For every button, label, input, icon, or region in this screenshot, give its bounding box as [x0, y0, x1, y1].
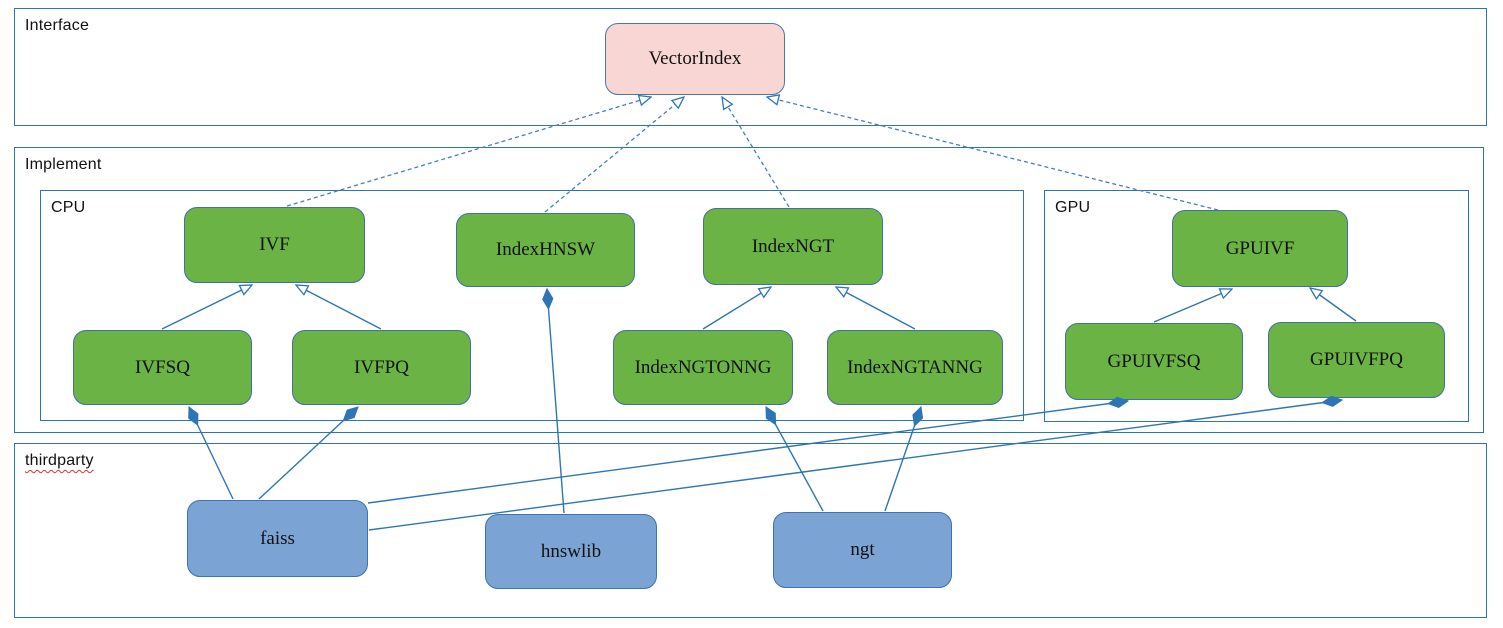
node-ivfpq: IVFPQ	[292, 330, 471, 405]
node-ivf: IVF	[184, 207, 365, 283]
container-interface-label: Interface	[25, 17, 90, 34]
node-indexngtonng: IndexNGTONNG	[613, 330, 793, 405]
node-gpuivfsq: GPUIVFSQ	[1065, 323, 1243, 400]
node-gpuivfpq: GPUIVFPQ	[1268, 322, 1445, 398]
node-ngt: ngt	[773, 512, 952, 588]
node-indexhnsw: IndexHNSW	[456, 213, 635, 287]
container-cpu-label: CPU	[51, 199, 86, 216]
node-faiss: faiss	[187, 500, 368, 577]
container-gpu-label: GPU	[1055, 199, 1091, 216]
container-thirdparty-label: thirdparty	[25, 452, 94, 469]
node-gpuivf: GPUIVF	[1172, 210, 1348, 287]
node-indexngt: IndexNGT	[703, 208, 883, 285]
node-indexngtanng: IndexNGTANNG	[827, 330, 1003, 405]
node-ivfsq: IVFSQ	[73, 330, 252, 405]
node-hnswlib: hnswlib	[485, 514, 657, 589]
node-vectorindex: VectorIndex	[605, 23, 785, 95]
container-implement-label: Implement	[25, 156, 102, 173]
